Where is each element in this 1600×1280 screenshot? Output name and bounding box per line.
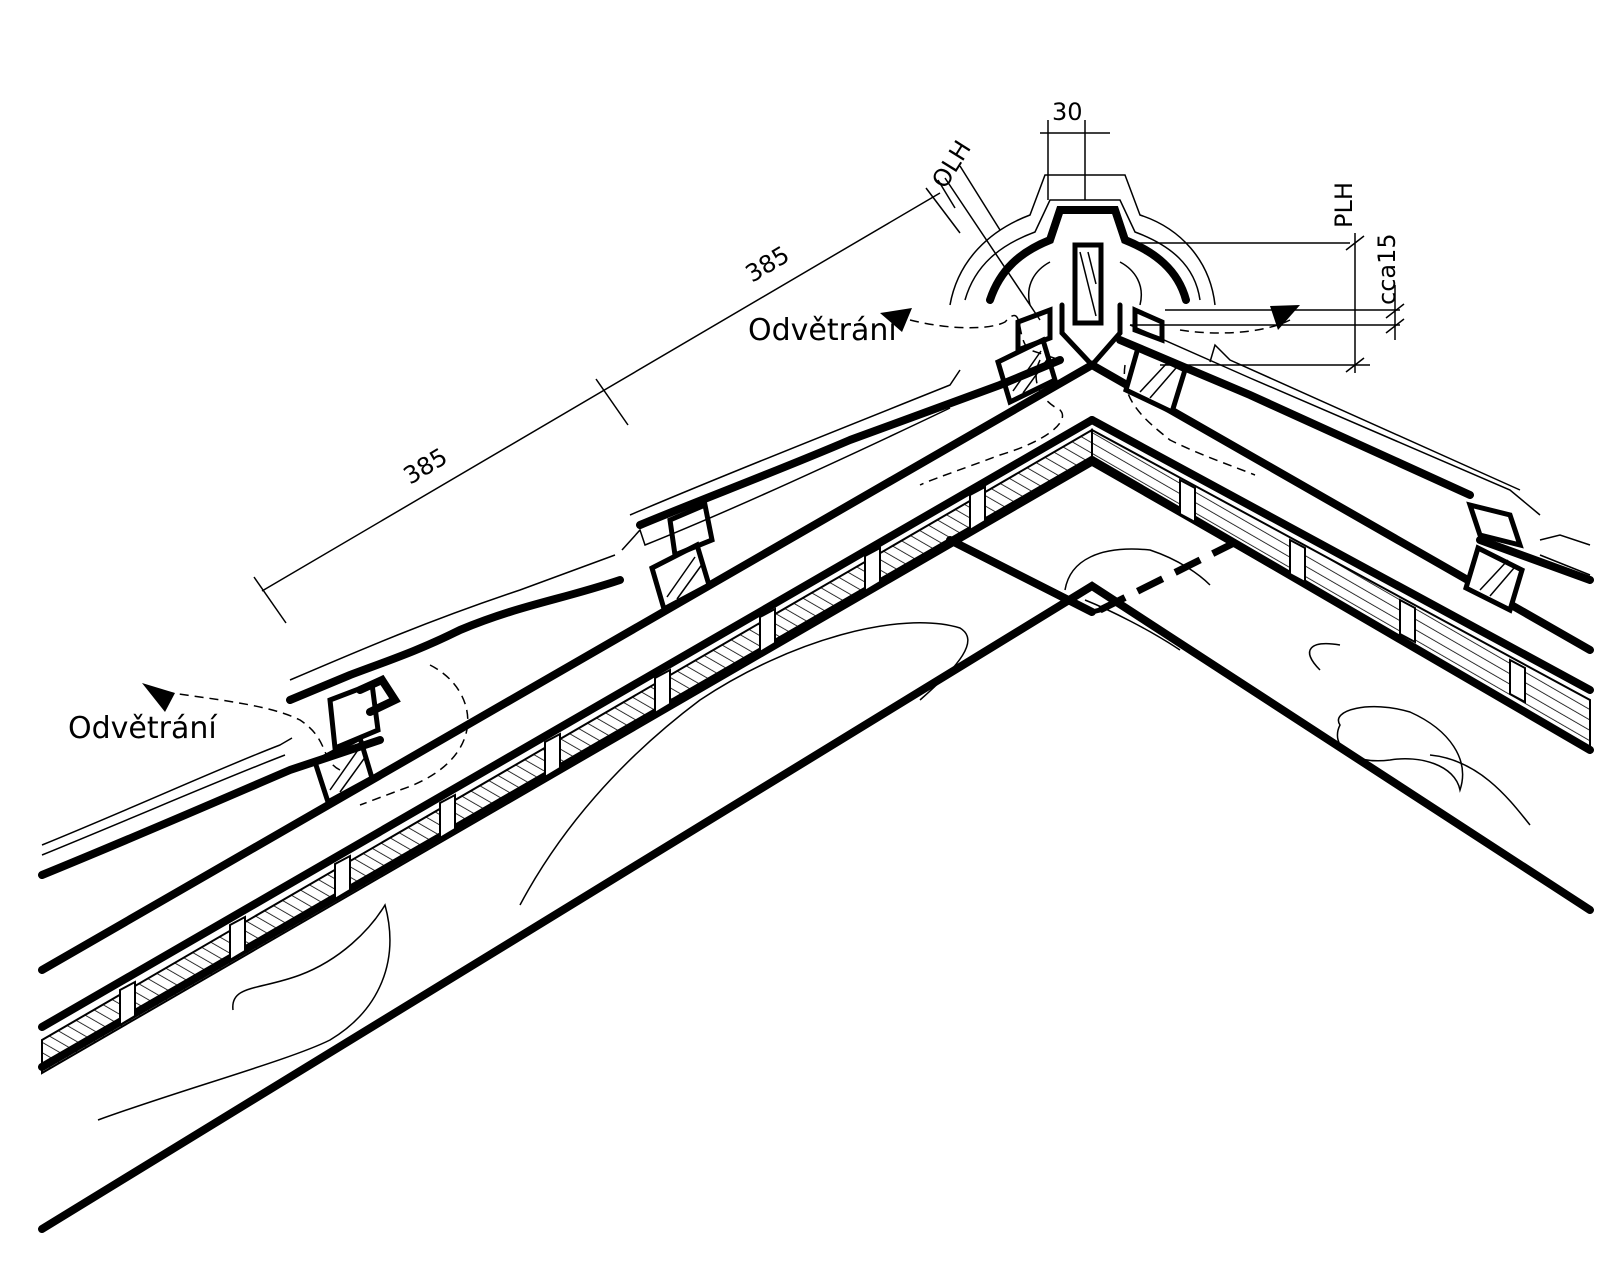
dimension-30: 30 bbox=[1052, 98, 1083, 126]
ventilation-arrow-left bbox=[142, 683, 175, 712]
dimension-cca15: cca15 bbox=[1373, 233, 1401, 305]
dimension-385-lower: 385 bbox=[399, 443, 453, 491]
dimension-plh: PLH bbox=[1330, 182, 1358, 228]
ventilation-arrow-top-right bbox=[1270, 305, 1300, 330]
ridge-assembly bbox=[949, 174, 1216, 369]
dimension-olh: OLH bbox=[926, 136, 976, 194]
rafter bbox=[38, 536, 1594, 1233]
roof-tiles-left bbox=[38, 356, 1064, 879]
roof-tiles-right bbox=[1116, 324, 1594, 584]
hatch-gaps bbox=[119, 478, 1526, 1027]
ventilation-label-left: Odvětrání bbox=[68, 711, 218, 746]
dimension-385-upper: 385 bbox=[741, 241, 795, 289]
ventilation-label-top: Odvětrání bbox=[748, 313, 898, 348]
counter-batten-left bbox=[38, 416, 1096, 1075]
ridge-centerline bbox=[1098, 540, 1234, 614]
ventilation-paths bbox=[142, 305, 1300, 806]
wood-grain bbox=[97, 548, 1531, 1121]
counter-batten-right bbox=[1088, 416, 1594, 754]
dimension-lines bbox=[253, 120, 1405, 624]
ventilation-arrow-top-left bbox=[880, 308, 912, 332]
